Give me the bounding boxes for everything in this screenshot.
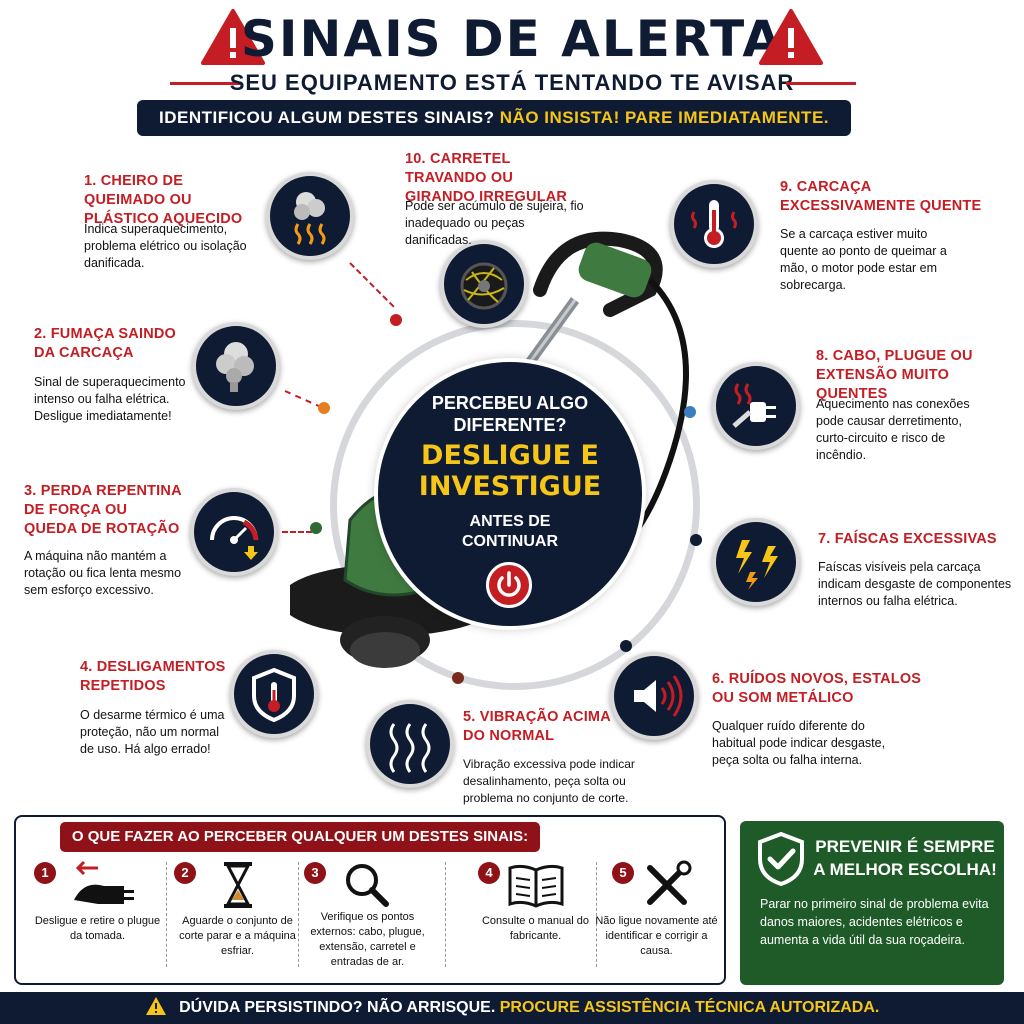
step-4: 4 Consulte o manual do fabricante. <box>448 858 589 970</box>
center-question: PERCEBEU ALGO DIFERENTE? <box>431 393 589 435</box>
step-5-number: 5 <box>612 862 634 884</box>
center-headline-line1: DESLIGUE E <box>421 440 599 471</box>
step-2: 2 Aguarde o conjunto de corte parar e a … <box>170 858 305 970</box>
magnifier-icon <box>346 864 389 907</box>
smoke-heat-icon <box>266 172 354 260</box>
thermal-shield-icon <box>230 650 318 738</box>
prevent-panel: PREVENIR É SEMPRE A MELHOR ESCOLHA! Para… <box>740 821 1004 985</box>
thermometer-icon <box>670 180 758 268</box>
signal-10-title: 10. CARRETEL TRAVANDO OU GIRANDO IRREGUL… <box>405 151 568 205</box>
signal-6-title: 6. RUÍDOS NOVOS, ESTALOS OU SOM METÁLICO <box>712 671 922 706</box>
footer-banner: DÚVIDA PERSISTINDO? NÃO ARRISQUE. PROCUR… <box>0 992 1024 1024</box>
step-1: 1 Desligue e retire o plugue da tomada. <box>30 858 165 970</box>
top-banner: IDENTIFICOU ALGUM DESTES SINAIS? NÃO INS… <box>137 100 851 136</box>
step-5: 5 Não ligue novamente até identificar e … <box>594 858 729 970</box>
signal-4-title: 4. DESLIGAMENTOS REPETIDOS <box>80 659 226 694</box>
warning-icon-right <box>759 9 823 65</box>
page-title: SINAIS DE ALERTA <box>240 10 784 68</box>
speaker-noise-icon <box>610 652 698 740</box>
center-headline-line2: INVESTIGUE <box>418 471 602 502</box>
step-3: 3 Verifique os pontos externos: cabo, pl… <box>300 858 435 970</box>
ring-dot-1 <box>390 314 402 326</box>
step-1-number: 1 <box>34 862 56 884</box>
subtitle: SEU EQUIPAMENTO ESTÁ TENTANDO TE AVISAR <box>229 70 795 95</box>
prevent-text: Parar no primeiro sinal de problema evit… <box>760 897 989 947</box>
step-separator <box>166 862 167 967</box>
central-ring <box>330 320 700 690</box>
signal-2-desc: Sinal de superaquecimento intenso ou fal… <box>34 375 186 423</box>
step-1-text: Desligue e retire o plugue da tomada. <box>34 915 161 942</box>
shield-check-icon <box>758 831 804 887</box>
hourglass-icon <box>224 862 252 908</box>
hot-plug-icon <box>712 362 800 450</box>
warning-icon <box>145 997 166 1015</box>
signal-7-desc: Faíscas visíveis pela carcaça indicam de… <box>818 560 1012 608</box>
spool-icon <box>440 240 528 328</box>
actions-heading: O QUE FAZER AO PERCEBER QUALQUER UM DEST… <box>60 822 540 852</box>
signal-3-title: 3. PERDA REPENTINA DE FORÇA OU QUEDA DE … <box>24 483 182 537</box>
subtitle-line-left <box>170 82 240 85</box>
subtitle-line-right <box>786 82 856 85</box>
signal-9-desc: Se a carcaça estiver muito quente ao pon… <box>780 227 947 292</box>
footer-text: DÚVIDA PERSISTINDO? NÃO ARRISQUE. <box>179 999 496 1016</box>
footer-highlight: PROCURE ASSISTÊNCIA TÉCNICA AUTORIZADA. <box>499 999 880 1016</box>
signal-7-title: 7. FAÍSCAS EXCESSIVAS <box>818 531 997 547</box>
signal-8-desc: Aquecimento nas conexões pode causar der… <box>816 397 970 462</box>
signal-1-title: 1. CHEIRO DE QUEIMADO OU PLÁSTICO AQUECI… <box>84 173 243 227</box>
step-separator <box>445 862 446 967</box>
actions-panel <box>14 815 726 985</box>
banner-text: IDENTIFICOU ALGUM DESTES SINAIS? <box>158 108 495 127</box>
step-3-text: Verifique os pontos externos: cabo, plug… <box>310 911 425 968</box>
signal-8-title: 8. CABO, PLUGUE OU EXTENSÃO MUITO QUENTE… <box>816 348 973 402</box>
unplug-icon <box>74 860 134 904</box>
speedometer-icon <box>190 488 278 576</box>
step-3-number: 3 <box>304 862 326 884</box>
signal-1-desc: Indica superaquecimento, problema elétri… <box>84 222 247 270</box>
ring-dot-5 <box>452 672 464 684</box>
connector-3 <box>282 531 312 533</box>
step-separator <box>596 862 597 967</box>
signal-5-title: 5. VIBRAÇÃO ACIMA DO NORMAL <box>463 709 611 744</box>
tools-icon <box>647 860 692 905</box>
step-2-text: Aguarde o conjunto de corte parar e a má… <box>179 915 296 957</box>
banner-highlight: NÃO INSISTA! PARE IMEDIATAMENTE. <box>499 108 830 127</box>
step-4-text: Consulte o manual do fabricante. <box>481 915 589 942</box>
signal-4-desc: O desarme térmico é uma proteção, não um… <box>80 708 225 756</box>
step-separator <box>298 862 299 967</box>
step-2-number: 2 <box>174 862 196 884</box>
signal-3-desc: A máquina não mantém a rotação ou fica l… <box>24 549 182 597</box>
vibration-icon <box>366 700 454 788</box>
ring-dot-2 <box>318 402 330 414</box>
ring-dot-6 <box>620 640 632 652</box>
center-after: ANTES DE CONTINUAR <box>462 513 558 550</box>
sparks-icon <box>712 518 800 606</box>
prevent-heading: PREVENIR É SEMPRE A MELHOR ESCOLHA! <box>813 837 997 879</box>
ring-dot-7 <box>690 534 702 546</box>
signal-9-title: 9. CARCAÇA EXCESSIVAMENTE QUENTE <box>780 179 982 214</box>
warning-icon-left <box>201 9 265 65</box>
step-4-number: 4 <box>478 862 500 884</box>
signal-6-desc: Qualquer ruído diferente do habitual pod… <box>712 719 886 767</box>
signal-5-desc: Vibração excessiva pode indicar desalinh… <box>463 757 635 805</box>
ring-dot-8 <box>684 406 696 418</box>
step-5-text: Não ligue novamente até identificar e co… <box>595 915 718 957</box>
manual-book-icon <box>508 864 564 908</box>
smoke-icon <box>192 322 280 410</box>
signal-10-desc: Pode ser acúmulo de sujeira, fio inadequ… <box>405 199 584 247</box>
signal-2-title: 2. FUMAÇA SAINDO DA CARCAÇA <box>34 326 177 361</box>
ring-dot-3 <box>310 522 322 534</box>
power-button-icon <box>486 562 532 608</box>
